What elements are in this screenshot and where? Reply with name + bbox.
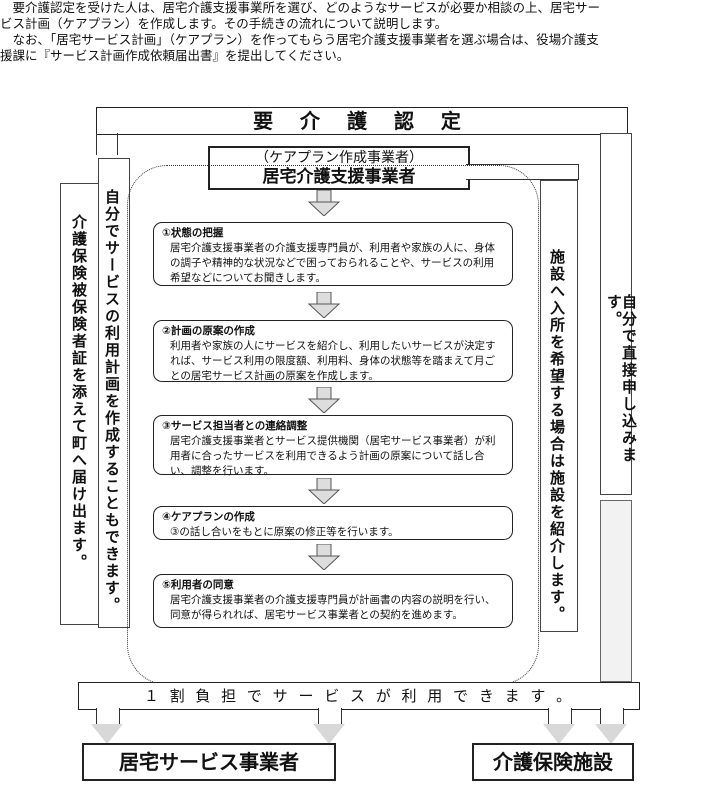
arrow-down-icon <box>307 190 341 216</box>
step-1-body: 居宅介護支援事業者の介護支援専門員が、利用者や家族の人に、身体の調子や精神的な状… <box>170 242 495 284</box>
arrow-down-icon <box>307 387 341 413</box>
provider-box: （ケアプラン作成事業者） 居宅介護支援事業者 <box>208 146 470 190</box>
arrow-down-icon <box>307 292 341 318</box>
intro-paragraph-1: 要介護認定を受けた人は、居宅介護支援事業所を選び、どのようなサービスが必要か相談… <box>0 0 601 31</box>
care-certification-band: 要 介 護 認 定 <box>96 107 628 135</box>
direct-apply-stem <box>600 500 632 682</box>
step-3-box: ③サービス担当者との連絡調整 居宅介護支援事業者とサービス提供機関（居宅サービス… <box>153 415 513 477</box>
step-1-title: ①状態の把握 <box>162 227 224 239</box>
copay-band: １ 割 負 担 で サ ー ビ ス が 利 用 で き ま す 。 <box>78 682 640 710</box>
arrow-down-icon <box>595 724 627 744</box>
left-connector <box>96 133 118 155</box>
arrow-down-icon <box>307 544 341 570</box>
step-2-box: ②計画の原案の作成 利用者や家族の人にサービスを紹介し、利用したいサービスが決定… <box>153 320 513 382</box>
arrow-down-icon <box>543 724 575 744</box>
left-outer-column: 介護保険被保険者証を添えて町へ届け出ます。 <box>60 183 102 625</box>
step-1-box: ①状態の把握 居宅介護支援事業者の介護支援専門員が、利用者や家族の人に、身体の調… <box>153 222 513 286</box>
step-2-title: ②計画の原案の作成 <box>162 325 255 337</box>
facility-referral-column: 施設へ入所を希望する場合は施設を紹介します。 <box>540 180 578 632</box>
self-plan-column: 自分でサービスの利用計画を作成することもできます。 <box>98 158 130 628</box>
step-5-title: ⑤利用者の同意 <box>162 579 234 591</box>
left-outer-column-text: 介護保険被保険者証を添えて町へ届け出ます。 <box>70 214 88 571</box>
step-5-body: 居宅介護支援事業者の介護支援専門員が計画書の内容の説明を行い、同意が得られれば、… <box>170 594 496 621</box>
step-3-title: ③サービス担当者との連絡調整 <box>162 420 308 432</box>
arrow-down-icon <box>91 724 123 744</box>
intro-paragraph-2: なお、「居宅サービス計画」（ケアプラン）を作ってもらう居宅介護支援事業者を選ぶ場… <box>0 32 599 63</box>
arrow-down-icon <box>313 724 345 744</box>
facility-referral-column-text: 施設へ入所を希望する場合は施設を紹介します。 <box>548 249 566 623</box>
copay-band-label: １ 割 負 担 で サ ー ビ ス が 利 用 で き ま す 。 <box>143 687 575 705</box>
step-4-title: ④ケアプランの作成 <box>162 511 255 523</box>
provider-box-line2: 居宅介護支援事業者 <box>262 167 416 187</box>
care-certification-label: 要 介 護 認 定 <box>253 109 471 133</box>
step-4-body: ③の話し合いをもとに原案の修正等を行います。 <box>170 526 399 538</box>
arrow-down-icon <box>307 478 341 504</box>
direct-apply-column-text: 自分で直接申し込みます。 <box>605 294 638 464</box>
self-plan-column-text: 自分でサービスの利用計画を作成することもできます。 <box>103 189 121 614</box>
care-facility-box: 介護保険施設 <box>472 743 634 781</box>
step-5-box: ⑤利用者の同意 居宅介護支援事業者の介護支援専門員が計画書の内容の説明を行い、同… <box>153 574 513 628</box>
step-4-box: ④ケアプランの作成 ③の話し合いをもとに原案の修正等を行います。 <box>153 506 513 540</box>
care-facility-label: 介護保険施設 <box>493 750 613 774</box>
step-2-body: 利用者や家族の人にサービスを紹介し、利用したいサービスが決定すれば、サービス利用… <box>170 340 496 382</box>
home-service-provider-box: 居宅サービス事業者 <box>82 743 336 781</box>
home-service-provider-label: 居宅サービス事業者 <box>119 750 299 774</box>
direct-apply-column: 自分で直接申し込みます。 <box>600 133 638 495</box>
provider-box-line1: （ケアプラン作成事業者） <box>255 150 423 166</box>
intro-text: 要介護認定を受けた人は、居宅介護支援事業所を選び、どのようなサービスが必要か相談… <box>0 0 600 64</box>
step-3-body: 居宅介護支援事業者とサービス提供機関（居宅サービス事業者）が利用者に合ったサービ… <box>170 435 496 477</box>
